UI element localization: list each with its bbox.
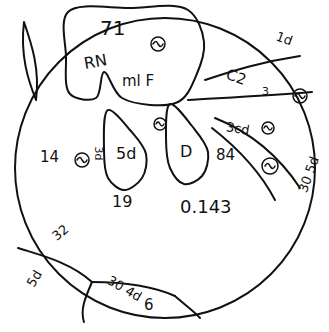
sketch-note: 3cd	[225, 120, 251, 137]
region-line	[83, 282, 92, 322]
region-label: D	[180, 144, 192, 160]
outer-circle	[15, 18, 315, 318]
sketch-note: 3	[262, 86, 269, 97]
region-line	[212, 128, 275, 200]
sketch-note: 6	[144, 298, 154, 313]
sketch-note: 19	[112, 194, 132, 210]
region-label: 71	[100, 18, 125, 38]
region-line	[175, 296, 200, 318]
sketch-note: 84	[216, 148, 235, 163]
sketch-note: 1d	[274, 30, 294, 48]
region-line	[215, 118, 300, 188]
region-label: RN	[83, 52, 109, 72]
teardrop-region: 5d	[100, 108, 152, 192]
region-line	[205, 56, 300, 80]
sketch-note: 5d	[25, 268, 45, 289]
blob-region: 71RN ml F	[60, 6, 210, 106]
sketch-note: 0.143	[180, 198, 232, 216]
sketch-note: 30 4d	[105, 274, 144, 304]
sketch-note: 30 5d	[296, 155, 321, 194]
leaf-sliver	[23, 22, 37, 100]
teardrop-region: D	[164, 102, 212, 186]
region-label: ml F	[122, 74, 154, 89]
region-label: 5d	[116, 146, 136, 162]
sketch-note: C2	[224, 67, 248, 88]
sketch-note: 14	[40, 150, 59, 165]
circled-mark	[75, 37, 307, 174]
sketch-note: 32	[50, 222, 71, 243]
sketch-note: 3d	[93, 147, 104, 161]
